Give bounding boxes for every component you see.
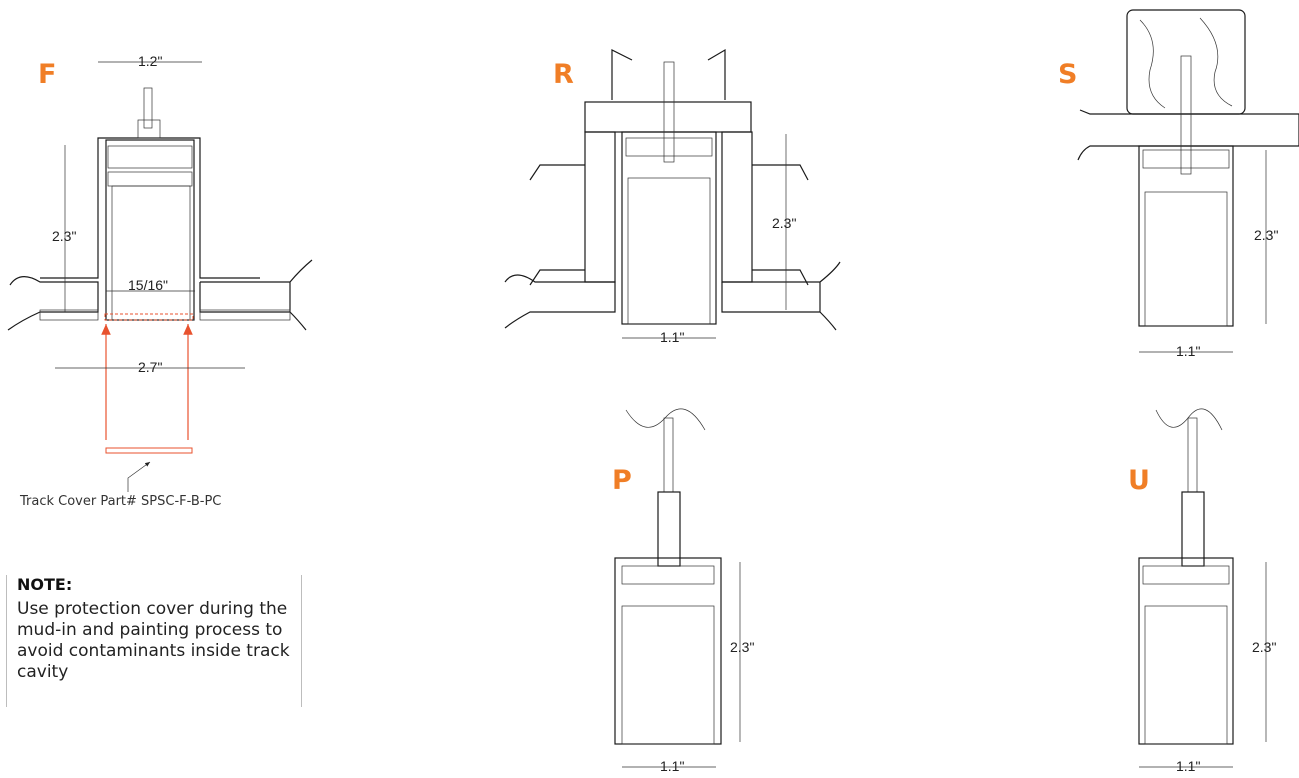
note-body: Use protection cover during the mud-in a… [17,599,290,682]
lag-screw [1180,55,1192,175]
side-board-left [584,131,616,283]
p-width: 1.1" [660,758,684,774]
track-extrusion [1138,145,1234,327]
track-extrusion [621,131,717,325]
f-height: 2.3" [52,228,76,244]
u-height: 2.3" [1252,639,1276,655]
track-rail-bottom [107,171,193,187]
panel-f-letter: F [38,59,56,90]
ceiling-left [504,274,616,329]
track-cavity [1144,605,1228,745]
rod-nut [137,119,161,139]
header-board [584,101,752,133]
track-rail-top [107,145,193,169]
threaded-rod [1187,417,1198,493]
track-cavity [627,177,711,325]
panel-p: P 2.3" 1.1" [612,408,754,774]
track-cavity [1144,191,1228,327]
f-top-width: 1.2" [138,53,162,69]
ceiling-slab [1077,109,1299,161]
track-extrusion [105,139,195,321]
track-cover-label: Track Cover Part# SPSC-F-B-PC [20,494,222,509]
track-extrusion [1138,557,1234,745]
track-extrusion [614,557,722,745]
panel-u-letter: U [1128,465,1150,496]
note-title: NOTE: [17,575,73,594]
ceiling-left [7,276,99,331]
p-height: 2.3" [730,639,754,655]
panel-p-letter: P [612,465,632,496]
track-cavity [111,185,191,321]
u-width: 1.1" [1176,758,1200,774]
panel-u: U 2.3" 1.1" [1128,408,1276,774]
panel-f: F 1.2" 2.3" 15/16" 2.7" [7,53,313,492]
clip-top [611,48,726,100]
channel-frame [40,137,260,279]
mud-layer-left [39,309,99,321]
track-cover-installed [104,313,194,321]
f-opening: 15/16" [128,277,168,293]
rod-coupler [657,491,681,567]
threaded-rod [663,417,674,493]
clip-left [529,164,585,286]
r-width: 1.1" [660,329,684,345]
rod-coupler [1181,491,1205,567]
ceiling-right [721,261,841,331]
threaded-rod [143,87,153,129]
mud-layer-right [199,309,291,321]
cut-line [625,408,706,431]
ceiling-right [199,259,313,331]
track-rail-top [625,137,713,157]
note-box: NOTE: Use protection cover during the mu… [6,575,302,707]
track-cavity [621,605,715,745]
cut-line [1155,408,1223,431]
track-rail-top [1142,565,1230,585]
r-height: 2.3" [772,215,796,231]
lag-screw [663,61,675,163]
panel-s: S 2.3" 1.1" [1058,9,1299,359]
side-board-right [721,131,753,283]
panel-r-letter: R [553,59,574,90]
f-bottom-width: 2.7" [138,359,162,375]
s-width: 1.1" [1176,343,1200,359]
track-rail-top [621,565,715,585]
track-cover-part [105,447,193,454]
s-height: 2.3" [1254,227,1278,243]
clip-right [752,164,809,286]
panel-r: R 2.3" 1.1" [504,48,841,345]
cover-leader [127,461,151,492]
panel-s-letter: S [1058,59,1077,90]
track-rail-top [1142,149,1230,169]
wood-grain [1139,17,1233,109]
